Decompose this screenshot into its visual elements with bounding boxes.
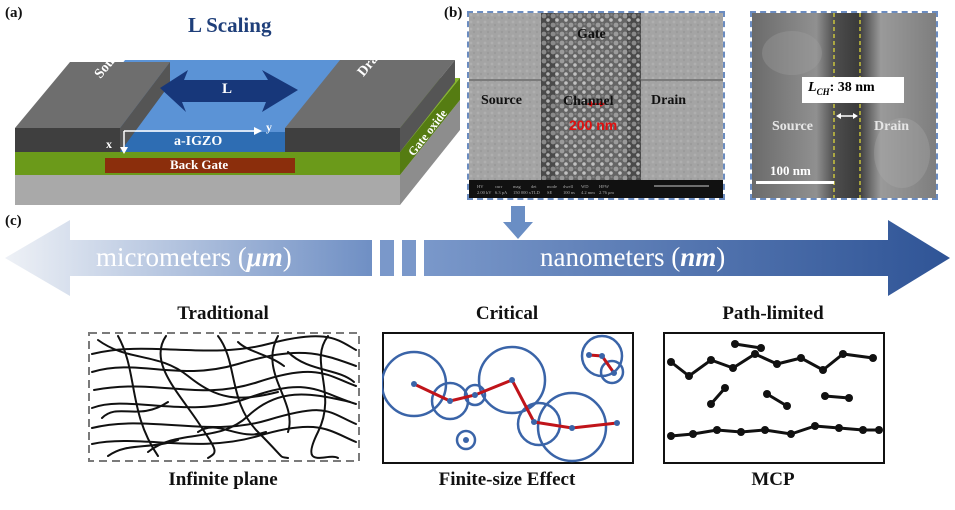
- break-segment-1: [380, 240, 394, 276]
- svg-text:mag: mag: [513, 184, 521, 189]
- svg-text:HFW: HFW: [599, 184, 610, 189]
- micrometer-arrow: [5, 220, 372, 296]
- length-scale-bar: [5, 220, 950, 296]
- zoom-scale-label: 100 nm: [770, 163, 811, 178]
- nanometer-close: ): [716, 242, 726, 272]
- zoom-drain-label: Drain: [874, 119, 909, 134]
- svg-text:curr: curr: [495, 184, 503, 189]
- micrometer-label: micrometers (μm): [96, 242, 292, 273]
- regime-caption-infinite-plane: Infinite plane: [168, 469, 278, 490]
- lch-symbol: L: [808, 80, 817, 95]
- length-label: L: [222, 81, 233, 97]
- break-segment-2: [402, 240, 416, 276]
- micrometer-unit: μm: [246, 242, 283, 272]
- svg-text:WD: WD: [581, 184, 589, 189]
- svg-text:SE: SE: [547, 190, 553, 195]
- sem-image-zoom-frame: LCH: 38 nm Source Drain 100 nm: [750, 11, 938, 200]
- sem-databar: [469, 180, 723, 198]
- device-schematic: [15, 60, 460, 205]
- length-arrow: [160, 70, 298, 112]
- svg-text:2.00 kV: 2.00 kV: [477, 190, 492, 195]
- nanometer-unit: nm: [680, 242, 717, 272]
- svg-text:dwell: dwell: [563, 184, 574, 189]
- axis-arrows: [120, 127, 262, 154]
- axis-y-label: y: [266, 120, 272, 134]
- source-contact: [15, 62, 170, 152]
- regime-title-path-limited: Path-limited: [722, 303, 824, 324]
- sem-image-zoom: [752, 13, 936, 198]
- zoom-source-label: Source: [772, 119, 813, 134]
- lch-value: : 38 nm: [829, 80, 875, 95]
- regime-caption-mcp: MCP: [751, 469, 795, 490]
- svg-text:100 ns: 100 ns: [563, 190, 575, 195]
- finite-size-network: [382, 332, 634, 464]
- svg-text:150 000 x: 150 000 x: [513, 190, 532, 195]
- channel-label: a-IGZO: [174, 134, 223, 149]
- lch-label-box: [802, 77, 904, 103]
- regime-title-critical: Critical: [475, 303, 539, 324]
- scale-bar-line: [756, 181, 834, 184]
- sem-drain-label: Drain: [651, 93, 686, 108]
- panel-label-a: (a): [5, 5, 23, 21]
- infinite-plane-network: [88, 332, 360, 462]
- svg-text:det: det: [531, 184, 537, 189]
- lch-subscript: CH: [816, 86, 830, 97]
- nanometer-label: nanometers (nm): [540, 242, 725, 273]
- svg-text:TLD: TLD: [531, 190, 540, 195]
- path-limited-network: [663, 332, 885, 464]
- svg-text:4.2 mm: 4.2 mm: [581, 190, 595, 195]
- nanometer-arrow: [424, 220, 950, 296]
- nanometer-text: nanometers (: [540, 242, 681, 272]
- micrometer-close: ): [282, 242, 292, 272]
- sem-source-label: Source: [481, 93, 522, 108]
- sem-channel-label: Channel: [563, 94, 614, 109]
- panel-label-b: (b): [444, 5, 463, 21]
- back-gate-block: [105, 158, 295, 173]
- drain-contact: [285, 60, 455, 152]
- axis-x-label: x: [106, 137, 112, 151]
- micrometer-text: micrometers (: [96, 242, 247, 272]
- svg-text:HV: HV: [477, 184, 484, 189]
- svg-text:2.76 μm: 2.76 μm: [599, 190, 614, 195]
- regime-title-traditional: Traditional: [177, 303, 269, 324]
- down-arrow-icon: [503, 206, 533, 239]
- lch-label: LCH: 38 nm: [808, 80, 875, 97]
- device-title: L Scaling: [188, 13, 272, 37]
- sem-gate-label: Gate: [577, 27, 606, 42]
- regime-caption-finite-size: Finite-size Effect: [438, 469, 576, 490]
- panel-label-c: (c): [5, 213, 22, 229]
- sem-channel-dimension: 200 nm: [569, 117, 618, 133]
- svg-text:6.3 pA: 6.3 pA: [495, 190, 508, 195]
- back-gate-label: Back Gate: [170, 157, 229, 172]
- svg-text:mode: mode: [547, 184, 557, 189]
